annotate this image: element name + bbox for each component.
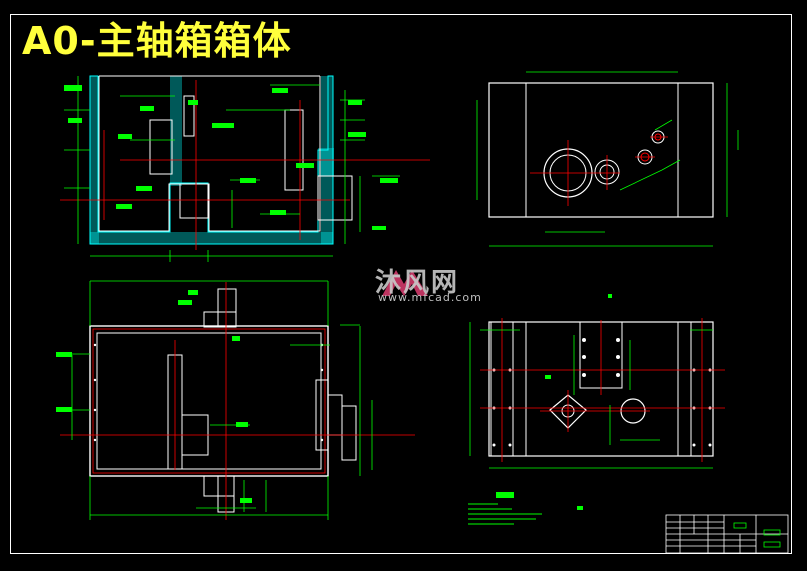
watermark-url: www.mfcad.com (378, 291, 482, 304)
title-block (665, 514, 789, 554)
view-bottom-right (468, 294, 725, 525)
drawing-title: A0-主轴箱箱体 (22, 19, 292, 63)
mfcad-logo-icon (382, 270, 428, 296)
view-bottom-left (56, 280, 415, 520)
watermark-brand: 沐风网 (375, 268, 460, 298)
drawing-border (10, 14, 792, 554)
section-view-front (60, 75, 430, 262)
view-top-right (476, 71, 739, 247)
